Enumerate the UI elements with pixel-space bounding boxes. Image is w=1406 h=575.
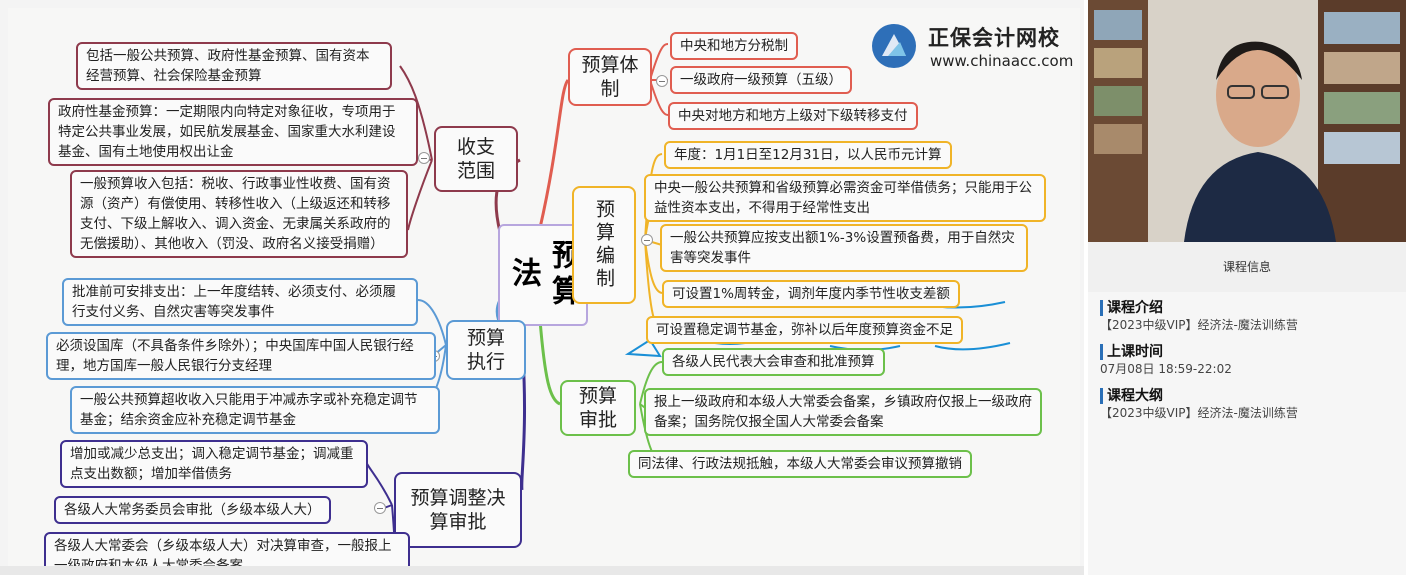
budget-prep-item: 中央一般公共预算和省级预算必需资金可举借债务；只能用于公益性资本支出，不得用于经… (644, 174, 1046, 222)
collapse-toggle[interactable] (374, 502, 386, 514)
adjustment-item: 各级人大常务委员会审批（乡级本级人大） (54, 496, 331, 524)
branch-budget-preparation-label: 预算编制 (593, 199, 615, 291)
branch-budget-execution-label: 预算执行 (466, 327, 505, 373)
adjustment-item: 各级人大常委会（乡级本级人大）对决算审查，一般报上一级政府和本级人大常委会备案 (44, 532, 410, 572)
revenue-scope-item: 政府性基金预算：一定期限内向特定对象征收，专项用于特定公共事业发展，如民航发展基… (48, 98, 418, 166)
center-node-label: 预算法 (506, 239, 581, 311)
branch-budget-system-label: 预算体制 (581, 54, 639, 100)
course-intro-heading: 课程介绍 (1100, 300, 1400, 316)
course-info-title: 课程信息 (1088, 242, 1406, 292)
branch-revenue-scope-label: 收支范围 (456, 136, 495, 182)
budget-approval-item: 报上一级政府和本级人大常委会备案，乡镇政府仅报上一级政府备案；国务院仅报全国人大… (644, 388, 1042, 436)
budget-approval-item: 各级人民代表大会审查和批准预算 (662, 348, 885, 376)
budget-execution-item: 必须设国库（不具备条件乡除外）；中央国库中国人民银行经理，地方国库一般人民银行分… (46, 332, 436, 380)
class-time-value: 07月08日 18:59-22:02 (1100, 362, 1232, 376)
branch-adjustment-approval-label: 预算调整决算审批 (410, 487, 506, 533)
logo-title: 正保会计网校 (928, 26, 1060, 50)
budget-prep-item: 年度：1月1日至12月31日，以人民币元计算 (664, 141, 952, 169)
course-outline-value: 【2023中级VIP】经济法-魔法训练营 (1100, 406, 1298, 420)
lecture-slide: 正保会计网校 www.chinaacc.com 预算法 预算体制 中央和地方分税… (0, 0, 1084, 575)
branch-budget-system: 预算体制 (568, 48, 652, 106)
budget-execution-item: 一般公共预算超收收入只能用于冲减赤字或补充稳定调节基金；结余资金应补充稳定调节基… (70, 386, 440, 434)
adjustment-item: 增加或减少总支出；调入稳定调节基金；调减重点支出数额；增加举借债务 (60, 440, 368, 488)
collapse-toggle[interactable] (641, 234, 653, 246)
budget-execution-item: 批准前可安排支出：上一年度结转、必须支付、必须履行支付义务、自然灾害等突发事件 (62, 278, 418, 326)
revenue-scope-item: 包括一般公共预算、政府性基金预算、国有资本经营预算、社会保险基金预算 (76, 42, 392, 90)
class-time-section[interactable]: 上课时间 07月08日 18:59-22:02 (1100, 344, 1400, 377)
branch-revenue-scope: 收支范围 (434, 126, 518, 192)
logo-url: www.chinaacc.com (930, 52, 1074, 70)
slide-bottom-bar (0, 566, 1084, 575)
course-intro-value: 【2023中级VIP】经济法-魔法训练营 (1100, 318, 1298, 332)
branch-budget-approval-label: 预算审批 (578, 385, 617, 431)
teacher-video (1088, 0, 1406, 242)
branch-budget-execution: 预算执行 (446, 320, 526, 380)
course-outline-heading: 课程大纲 (1100, 388, 1400, 404)
budget-prep-item: 可设置稳定调节基金，弥补以后年度预算资金不足 (646, 316, 963, 344)
budget-system-item: 中央和地方分税制 (670, 32, 798, 60)
class-time-heading: 上课时间 (1100, 344, 1400, 360)
collapse-toggle[interactable] (418, 152, 430, 164)
revenue-scope-item: 一般预算收入包括：税收、行政事业性收费、国有资源（资产）有偿使用、转移性收入（上… (70, 170, 408, 258)
branch-adjustment-approval: 预算调整决算审批 (394, 472, 522, 548)
course-intro-section[interactable]: 课程介绍 【2023中级VIP】经济法-魔法训练营 (1100, 300, 1400, 333)
branch-budget-preparation: 预算编制 (572, 186, 636, 304)
budget-prep-item: 一般公共预算应按支出额1%-3%设置预备费，用于自然灾害等突发事件 (660, 224, 1028, 272)
logo-mark-icon (872, 24, 916, 68)
course-outline-section[interactable]: 课程大纲 【2023中级VIP】经济法-魔法训练营 (1100, 388, 1400, 421)
budget-approval-item: 同法律、行政法规抵触，本级人大常委会审议预算撤销 (628, 450, 972, 478)
course-side-panel: 课程信息 课程介绍 【2023中级VIP】经济法-魔法训练营 上课时间 07月0… (1088, 0, 1406, 575)
chinaacc-logo: 正保会计网校 www.chinaacc.com (872, 22, 1074, 74)
budget-system-item: 中央对地方和地方上级对下级转移支付 (668, 102, 918, 130)
branch-budget-approval: 预算审批 (560, 380, 636, 436)
video-frame-icon (1088, 0, 1406, 242)
budget-prep-item: 可设置1%周转金，调剂年度内季节性收支差额 (662, 280, 960, 308)
budget-system-item: 一级政府一级预算（五级） (670, 66, 852, 94)
collapse-toggle[interactable] (656, 75, 668, 87)
